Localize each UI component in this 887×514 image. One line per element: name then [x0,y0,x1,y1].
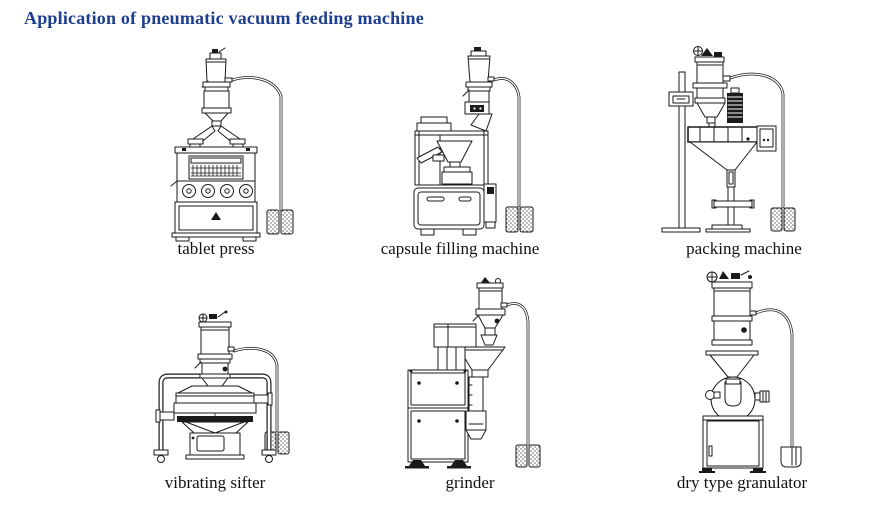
tablet-press-hose [230,76,283,212]
dry-type-granulator-vacuum-feeder [705,270,759,383]
packing-machine-motor [727,87,743,123]
dry-type-granulator-suction-cup [780,446,802,468]
tablet-press-vacuum-feeder [201,47,233,127]
capsule-filling-hose [492,77,521,208]
vibrating-sifter-illustration [153,310,290,463]
caption-tablet-press: tablet press [177,239,255,258]
packing-machine-suction-filter [770,207,796,232]
capsule-filling-suction-filter [505,206,534,233]
grinder-hose [505,302,530,446]
vibrating-sifter-vacuum-feeder [194,310,235,396]
page-title: Application of pneumatic vacuum feeding … [24,8,424,28]
tablet-press-illustration [170,47,294,242]
capsule-filling-machine-illustration [413,47,534,236]
tablet-press-suction-filter [266,209,294,235]
caption-grinder: grinder [445,473,495,492]
caption-dry-type-granulator: dry type granulator [676,473,808,492]
dry-type-granulator-hose [754,308,794,450]
grinder-vacuum-feeder [472,277,508,346]
grinder-suction-filter [515,444,541,468]
caption-capsule-filling-machine: capsule filling machine [380,239,540,258]
caption-vibrating-sifter: vibrating sifter [164,473,266,492]
dry-type-granulator-illustration [699,270,802,473]
grinder-illustration [405,277,541,469]
caption-packing-machine: packing machine [686,239,802,258]
capsule-filling-vacuum-feeder [462,47,495,132]
packing-machine-vacuum-feeder [692,46,731,129]
vibrating-sifter-hose [232,347,279,433]
packing-machine-illustration [661,46,796,233]
packing-machine-hose [728,72,785,209]
